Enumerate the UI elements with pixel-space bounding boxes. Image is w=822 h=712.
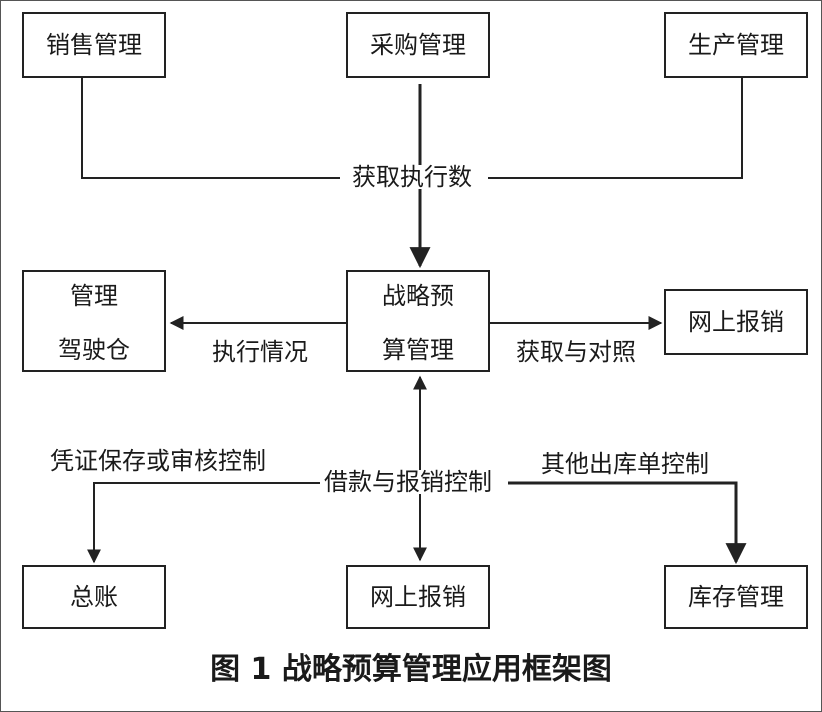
cockpit-box bbox=[22, 270, 166, 372]
ledger-box bbox=[22, 565, 166, 629]
production-to-collector-line bbox=[488, 77, 743, 179]
control-to-ledger-arrow bbox=[87, 482, 320, 564]
cockpit-label-line1: 管理 bbox=[70, 282, 118, 310]
voucher-control-label: 凭证保存或审核控制 bbox=[50, 447, 266, 475]
ledger-label: 总账 bbox=[70, 583, 118, 611]
budget-label-line1: 战略预 bbox=[382, 282, 454, 310]
other-outbound-label: 其他出库单控制 bbox=[541, 450, 709, 478]
inventory-box bbox=[664, 565, 808, 629]
inventory-label: 库存管理 bbox=[688, 583, 784, 611]
purchase-label: 采购管理 bbox=[370, 31, 466, 59]
control-to-inventory-arrow bbox=[508, 481, 747, 565]
get-and-compare-label: 获取与对照 bbox=[516, 338, 636, 366]
cockpit-label-line2: 驾驶仓 bbox=[58, 336, 130, 364]
online-reimburse-right-label: 网上报销 bbox=[688, 308, 784, 336]
figure-caption: 图 1 战略预算管理应用框架图 bbox=[210, 652, 612, 687]
online-reimburse-bottom-label: 网上报销 bbox=[370, 583, 466, 611]
sales-box bbox=[22, 12, 166, 78]
production-label: 生产管理 bbox=[688, 31, 784, 59]
execution-status-label: 执行情况 bbox=[212, 338, 308, 366]
budget-box bbox=[346, 270, 490, 372]
online-reimburse-right-box bbox=[664, 289, 808, 355]
online-reimburse-bottom-box bbox=[346, 565, 490, 629]
production-box bbox=[664, 12, 808, 78]
loan-control-label: 借款与报销控制 bbox=[322, 468, 494, 496]
purchase-box bbox=[346, 12, 490, 78]
get-execution-label: 获取执行数 bbox=[350, 163, 474, 191]
sales-label: 销售管理 bbox=[46, 31, 142, 59]
sales-to-collector-line bbox=[81, 77, 340, 179]
budget-label-line2: 算管理 bbox=[382, 336, 454, 364]
